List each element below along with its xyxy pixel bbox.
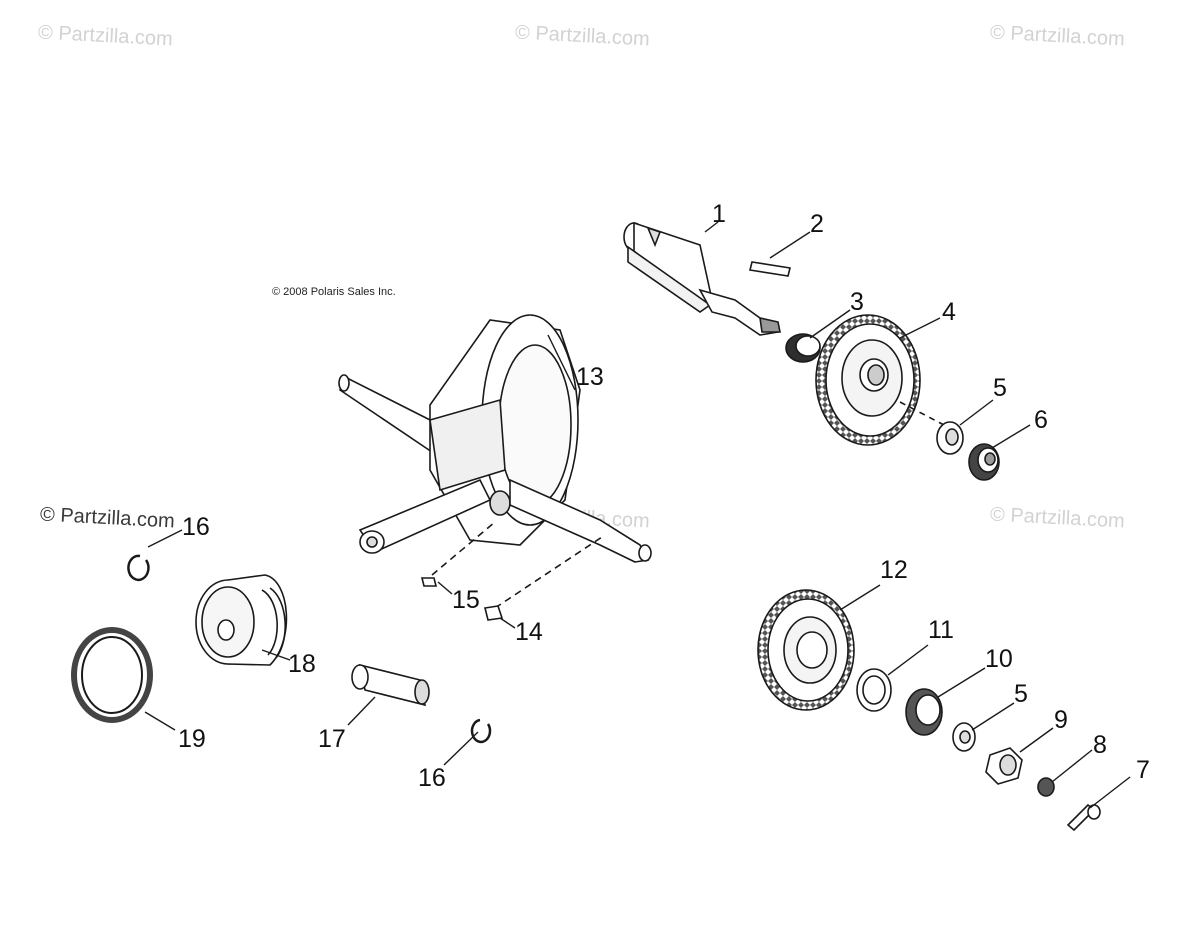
part-7-bolt xyxy=(1066,803,1101,832)
callout-12: 12 xyxy=(880,556,908,584)
part-5-washer-bottom xyxy=(952,722,976,752)
callout-19: 19 xyxy=(178,725,206,753)
callout-16-top: 16 xyxy=(182,513,210,541)
callout-15: 15 xyxy=(452,586,480,614)
part-12-gear xyxy=(757,589,855,711)
callout-2: 2 xyxy=(810,210,824,238)
part-19-piston-rings xyxy=(71,627,153,723)
callout-17: 17 xyxy=(318,725,346,753)
callout-1: 1 xyxy=(712,200,726,228)
part-1-shaft xyxy=(623,221,781,336)
callout-16-bottom: 16 xyxy=(418,764,446,792)
part-4-gear xyxy=(815,314,921,446)
callout-6: 6 xyxy=(1034,406,1048,434)
part-13-crankshaft xyxy=(338,314,652,563)
part-14-key xyxy=(484,605,504,621)
callout-14: 14 xyxy=(515,618,543,646)
part-9-nut xyxy=(985,747,1023,785)
part-16-circlip-bottom xyxy=(470,718,492,744)
part-2-key xyxy=(749,261,791,277)
part-18-piston xyxy=(195,574,288,666)
callout-4: 4 xyxy=(942,298,956,326)
callout-7: 7 xyxy=(1136,756,1150,784)
part-3-bearing xyxy=(785,333,821,363)
callout-10: 10 xyxy=(985,645,1013,673)
callout-9: 9 xyxy=(1054,706,1068,734)
callout-8: 8 xyxy=(1093,731,1107,759)
callout-18: 18 xyxy=(288,650,316,678)
part-15-key xyxy=(420,577,438,587)
callout-11: 11 xyxy=(928,616,954,644)
part-5-washer-top xyxy=(936,421,964,455)
copyright-notice: © 2008 Polaris Sales Inc. xyxy=(272,286,396,298)
part-8-spring xyxy=(1037,777,1055,797)
part-11-washer xyxy=(856,668,892,712)
part-10-bearing xyxy=(905,688,943,736)
leader-lines xyxy=(144,221,1131,809)
callout-13: 13 xyxy=(576,363,604,391)
part-6-nut xyxy=(968,443,1000,481)
callout-5: 5 xyxy=(993,374,1007,402)
callout-3: 3 xyxy=(850,288,864,316)
part-16-circlip-top xyxy=(127,554,150,582)
callout-5-lower: 5 xyxy=(1014,680,1028,708)
part-17-piston-pin xyxy=(351,663,430,707)
